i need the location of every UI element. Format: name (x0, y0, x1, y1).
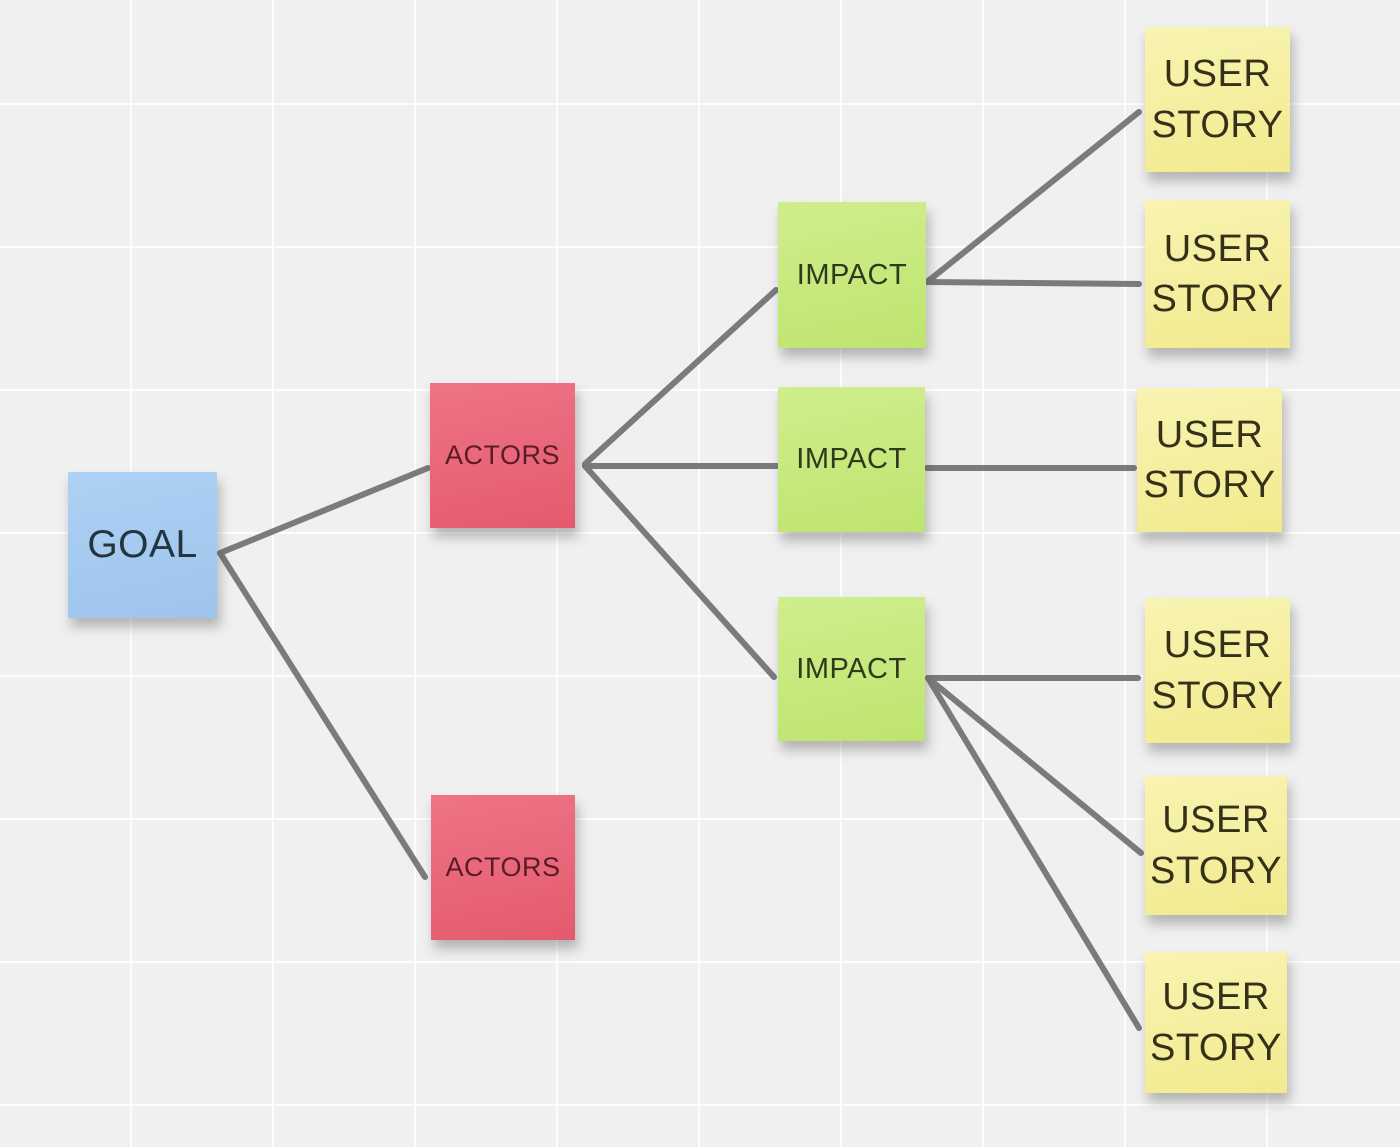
connector-impact-3-to-story-6 (925, 675, 1142, 1031)
sticky-note-label: IMPACT (796, 652, 907, 685)
sticky-note-story-4: USER STORY (1145, 598, 1290, 743)
sticky-note-label: USER STORY (1151, 624, 1284, 717)
sticky-note-story-2: USER STORY (1145, 200, 1290, 348)
sticky-note-label: USER STORY (1143, 413, 1276, 506)
sticky-note-label: USER STORY (1151, 53, 1284, 146)
sticky-note-goal: GOAL (68, 472, 217, 618)
sticky-note-story-5: USER STORY (1145, 776, 1287, 915)
connector-impact-1-to-story-2 (924, 279, 1142, 287)
sticky-note-story-3: USER STORY (1137, 388, 1282, 532)
sticky-note-label: ACTORS (444, 440, 561, 470)
sticky-note-label: GOAL (87, 523, 198, 566)
sticky-note-label: ACTORS (445, 852, 561, 882)
sticky-note-story-6: USER STORY (1145, 952, 1287, 1093)
connector-actors-1-to-impact-1 (582, 287, 779, 467)
sticky-note-label: USER STORY (1149, 976, 1283, 1069)
sticky-note-label: IMPACT (796, 443, 907, 475)
sticky-note-story-1: USER STORY (1145, 27, 1290, 172)
sticky-note-label: USER STORY (1151, 227, 1284, 320)
sticky-note-impact-3: IMPACT (778, 597, 925, 741)
connector-goal-to-actors-2 (217, 550, 428, 880)
sticky-note-impact-1: IMPACT (778, 202, 926, 348)
connector-impact-3-to-story-5 (925, 675, 1144, 856)
sticky-note-label: USER STORY (1149, 799, 1283, 892)
connector-impact-1-to-story-1 (924, 109, 1142, 285)
connector-goal-to-actors-1 (217, 465, 431, 556)
connector-actors-1-to-impact-3 (582, 463, 777, 680)
sticky-note-actors-1: ACTORS (430, 383, 575, 528)
sticky-note-actors-2: ACTORS (431, 795, 575, 940)
sticky-note-impact-2: IMPACT (778, 387, 925, 532)
sticky-note-label: IMPACT (796, 258, 908, 291)
